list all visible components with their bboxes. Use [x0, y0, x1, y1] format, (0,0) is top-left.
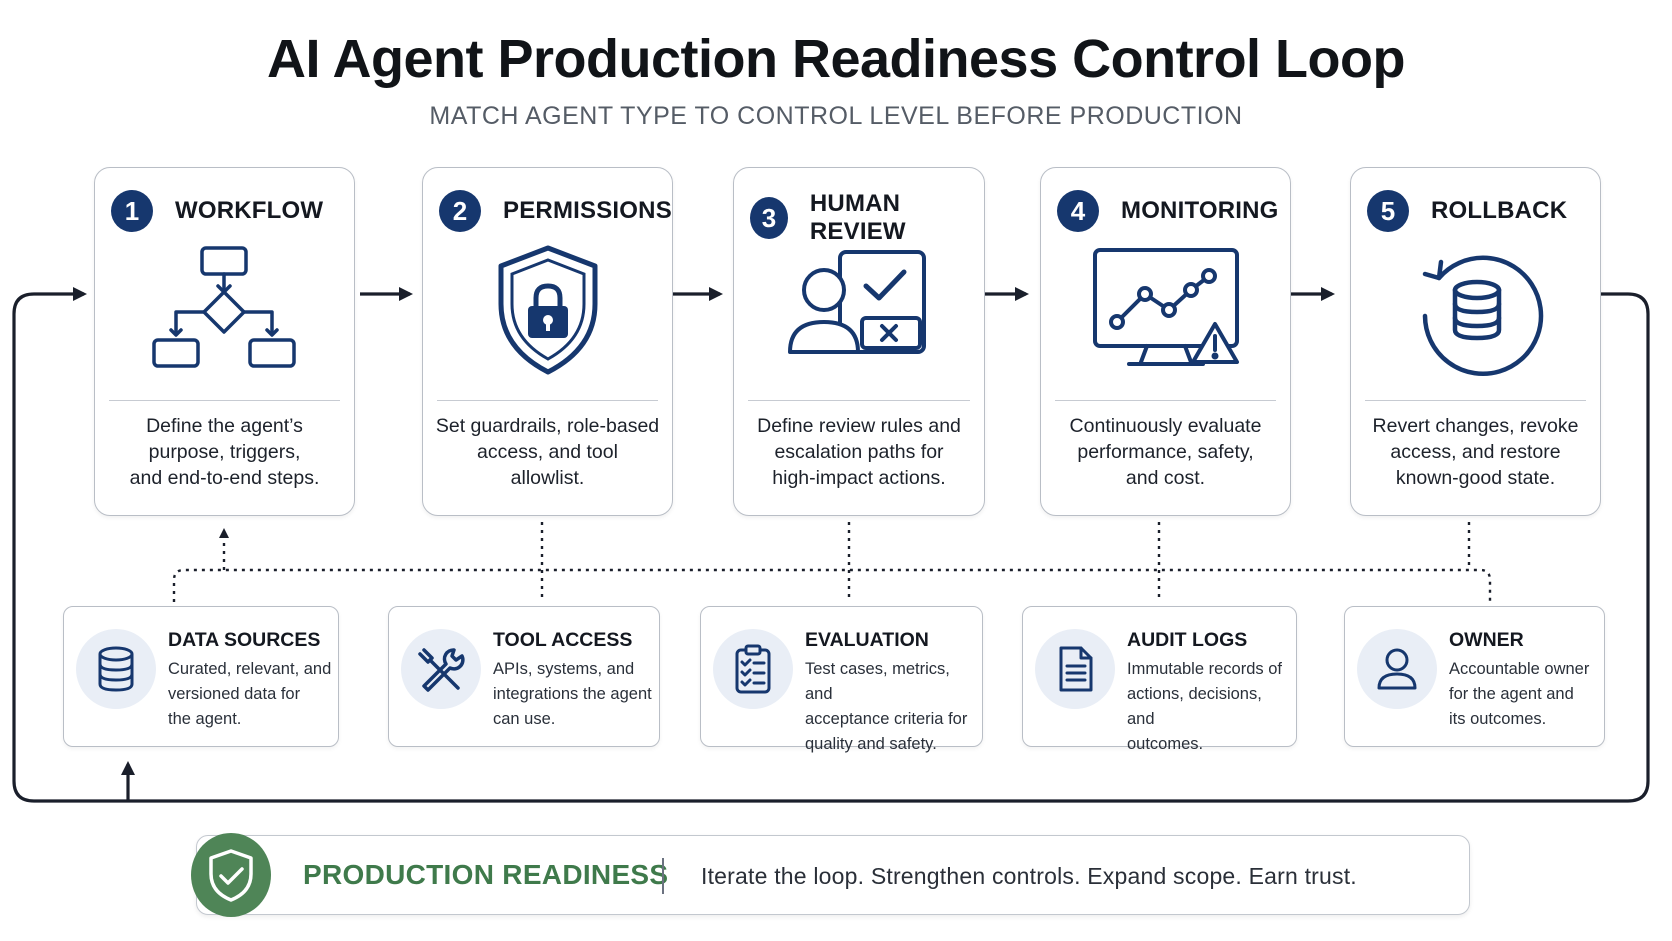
- step-title: ROLLBACK: [1431, 197, 1568, 224]
- database-restore-icon: [1351, 238, 1600, 558]
- database-icon: [76, 629, 156, 709]
- step-title: MONITORING: [1121, 197, 1279, 224]
- banner-divider: [662, 858, 664, 894]
- foundation-title: EVALUATION: [805, 629, 929, 651]
- step-number: 5: [1367, 190, 1409, 232]
- step-title: WORKFLOW: [175, 197, 324, 224]
- clipboard-checklist-icon: [713, 629, 793, 709]
- person-icon: [1357, 629, 1437, 709]
- page-title: AI Agent Production Readiness Control Lo…: [267, 29, 1406, 89]
- monitor-alert-icon: [1041, 238, 1290, 558]
- banner-title: PRODUCTION READINESS: [303, 859, 669, 890]
- shield-check-icon: [191, 833, 271, 917]
- flowchart-icon: [95, 238, 354, 558]
- document-icon: [1035, 629, 1115, 709]
- banner-text: Iterate the loop. Strengthen controls. E…: [701, 863, 1357, 889]
- card-divider: [1055, 400, 1276, 401]
- tools-icon: [401, 629, 481, 709]
- step-card-permissions: 2 PERMISSIONS Set guardrails, role-based…: [422, 167, 673, 516]
- dotted-links: [172, 522, 1492, 602]
- card-divider: [748, 400, 970, 401]
- shield-lock-icon: [423, 238, 672, 558]
- step-title: PERMISSIONS: [503, 197, 672, 224]
- step-title: HUMAN REVIEW: [809, 190, 906, 245]
- foundation-title: OWNER: [1449, 629, 1524, 651]
- foundation-title: TOOL ACCESS: [493, 629, 633, 651]
- loop-line: [12, 287, 1650, 803]
- step-number: 4: [1057, 190, 1099, 232]
- card-divider: [109, 400, 340, 401]
- reviewer-checklist-icon: [734, 238, 984, 558]
- card-divider: [437, 400, 658, 401]
- foundation-title: DATA SOURCES: [168, 629, 321, 651]
- page-subtitle: MATCH AGENT TYPE TO CONTROL LEVEL BEFORE…: [429, 102, 1243, 130]
- card-divider: [1365, 400, 1586, 401]
- production-readiness-banner: [196, 835, 1470, 915]
- step-number: 1: [111, 190, 153, 232]
- step-number: 2: [439, 190, 481, 232]
- foundation-title: AUDIT LOGS: [1127, 629, 1248, 651]
- step-number: 3: [750, 197, 788, 239]
